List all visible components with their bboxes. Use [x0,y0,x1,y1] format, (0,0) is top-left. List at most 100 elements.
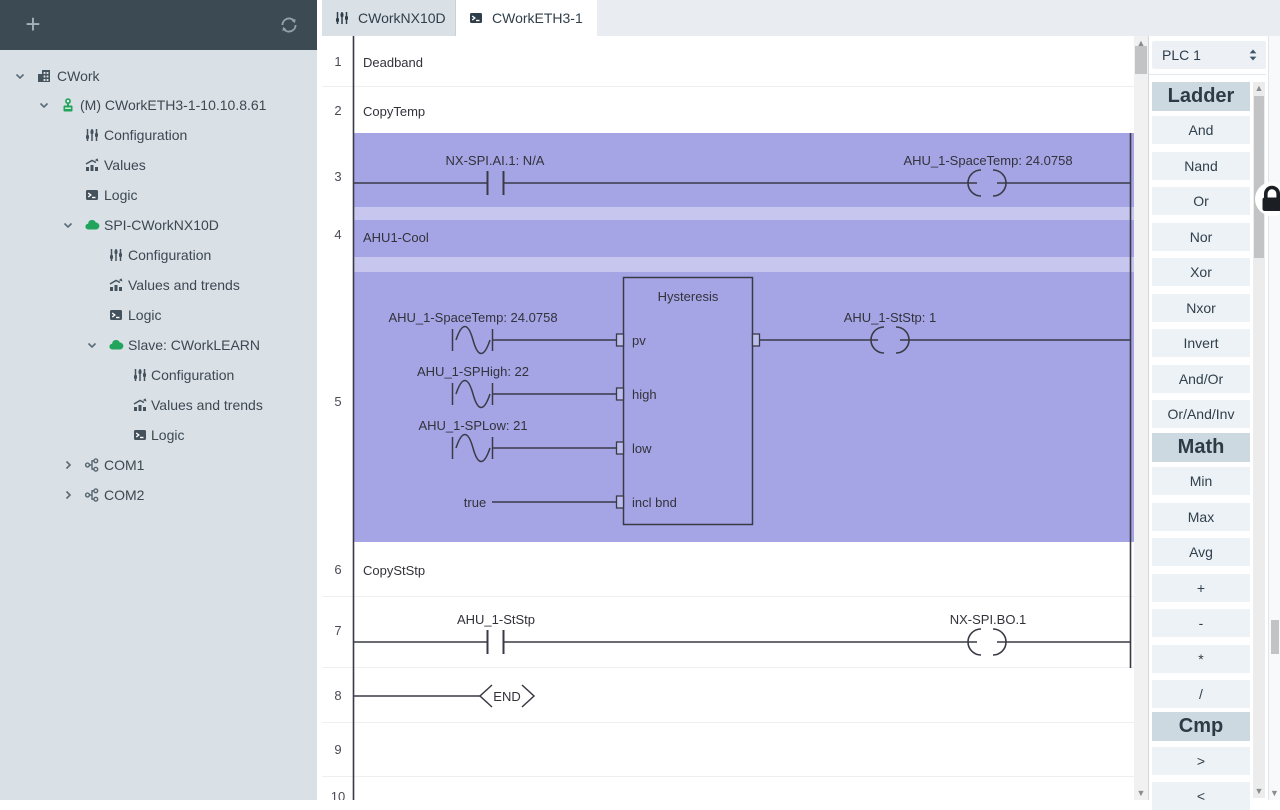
tree-item-logic[interactable]: Logic [0,300,317,330]
chart-icon [84,157,100,173]
chevron-down-icon[interactable] [62,219,74,231]
tree-item-values[interactable]: Values [0,150,317,180]
tree-item-label: Configuration [128,247,211,263]
toolbox-item-add[interactable]: + [1152,574,1250,602]
chevron-down-icon[interactable] [14,70,26,82]
scroll-up-arrow[interactable]: ▲ [1253,82,1265,95]
block-input-signal[interactable]: AHU_1-SPHigh: 22 [417,364,529,379]
toolbox-item-or[interactable]: Or [1152,187,1250,215]
tree-item-com1[interactable]: COM1 [0,450,317,480]
rung-2-comment[interactable]: CopyTemp [363,104,425,119]
ladder-canvas[interactable]: 1 2 3 4 5 6 7 8 9 10 Deadband CopyTemp A… [322,36,1134,800]
rung-number: 1 [326,54,350,70]
tree-item-slave-device[interactable]: Slave: CWorkLEARN [0,330,317,360]
contact-label[interactable]: AHU_1-StStp [457,612,535,627]
tree-item-cwork[interactable]: CWork [0,61,317,91]
toolbox-item-orandinv[interactable]: Or/And/Inv [1152,400,1250,428]
tree-item-label: Configuration [151,367,234,383]
contact-label[interactable]: NX-SPI.AI.1: N/A [446,153,545,168]
rung-number: 6 [326,562,350,578]
block-title[interactable]: Hysteresis [658,289,719,304]
refresh-icon[interactable] [278,14,300,36]
tree-item-logic[interactable]: Logic [0,180,317,210]
toolbox-item-avg[interactable]: Avg [1152,538,1250,566]
tab-bar: CWorkNX10D CWorkETH3-1 [322,0,1280,36]
tab-cworketh3-1[interactable]: CWorkETH3-1 [456,0,597,36]
block-pins [617,334,760,508]
add-button[interactable]: + [18,7,48,41]
terminal-icon [108,307,124,323]
toolbox-item-multiply[interactable]: * [1152,645,1250,673]
scroll-down-arrow[interactable]: ▼ [1134,787,1148,800]
toolbox-section-math: Math [1152,433,1250,462]
toolbox-item-nor[interactable]: Nor [1152,223,1250,251]
coil-label[interactable]: AHU_1-SpaceTemp: 24.0758 [903,153,1072,168]
coil-label[interactable]: NX-SPI.BO.1 [950,612,1027,627]
tab-cworknx10d[interactable]: CWorkNX10D [322,0,456,36]
toolbox-scrollbar-thumb[interactable] [1254,96,1264,258]
tree-item-label: Values and trends [128,277,240,293]
end-instruction-label[interactable]: END [493,689,520,704]
scroll-down-arrow[interactable]: ▼ [1269,787,1280,800]
outer-scrollbar[interactable]: ▼ [1268,36,1280,800]
toolbox-item-invert[interactable]: Invert [1152,329,1250,357]
chevron-down-icon[interactable] [38,99,50,111]
tree-item-spi-device[interactable]: SPI-CWorkNX10D [0,210,317,240]
canvas-scrollbar-thumb[interactable] [1135,46,1147,74]
rung-3-contact[interactable] [488,171,504,195]
tree-item-label: CWork [57,68,100,84]
tree-item-configuration[interactable]: Configuration [0,360,317,390]
rung-number: 9 [326,742,350,758]
rung-1-comment[interactable]: Deadband [363,55,423,70]
toolbox-item-and[interactable]: And [1152,116,1250,144]
rung-5-wires [492,340,1131,502]
toolbox-item-andor[interactable]: And/Or [1152,365,1250,393]
toolbox-item-nxor[interactable]: Nxor [1152,294,1250,322]
chevron-down-icon[interactable] [86,339,98,351]
rung-number: 7 [326,623,350,639]
block-input-signal[interactable]: true [464,495,486,510]
toolbox-item-xor[interactable]: Xor [1152,258,1250,286]
outer-scrollbar-thumb[interactable] [1271,620,1279,654]
cloud-icon [84,217,100,233]
toolbox-item-divide[interactable]: / [1152,680,1250,708]
rung-number: 10 [326,789,350,800]
rung-4-comment[interactable]: AHU1-Cool [363,230,429,245]
tree-item-com2[interactable]: COM2 [0,480,317,510]
rung-number: 8 [326,688,350,704]
chevron-right-icon[interactable] [62,459,74,471]
scroll-down-arrow[interactable]: ▼ [1253,785,1265,798]
canvas-scrollbar[interactable]: ▲ ▼ [1134,36,1148,800]
toolbox-item-subtract[interactable]: - [1152,609,1250,637]
toolbox-item-max[interactable]: Max [1152,503,1250,531]
analog-signal-symbols[interactable] [453,327,493,462]
tree-item-configuration[interactable]: Configuration [0,120,317,150]
tree-item-label: Logic [104,187,137,203]
block-input-signal[interactable]: AHU_1-SPLow: 21 [418,418,527,433]
toolbox-item-less[interactable]: < [1152,782,1250,810]
rung-6-comment[interactable]: CopyStStp [363,563,425,578]
toolbox-section-cmp: Cmp [1152,712,1250,741]
plc-selector[interactable]: PLC 1 [1152,41,1266,69]
chevron-right-icon[interactable] [62,489,74,501]
sliders-icon [334,10,350,26]
toolbox-item-nand[interactable]: Nand [1152,152,1250,180]
block-pin-label: high [632,387,657,402]
tree-item-values-trends[interactable]: Values and trends [0,390,317,420]
tree-item-logic[interactable]: Logic [0,420,317,450]
coil-label[interactable]: AHU_1-StStp: 1 [844,310,937,325]
rung-7-contact[interactable] [488,630,504,654]
toolbox-item-greater[interactable]: > [1152,747,1250,775]
toolbox-item-min[interactable]: Min [1152,467,1250,495]
lock-icon[interactable] [1252,179,1280,219]
tree-item-values-trends[interactable]: Values and trends [0,270,317,300]
panel-divider [1149,74,1266,75]
tree-item-label: Configuration [104,127,187,143]
tree-item-configuration[interactable]: Configuration [0,240,317,270]
network-icon [84,487,100,503]
sort-arrows-icon [1246,47,1260,63]
tree-item-master-device[interactable]: (M) CWorkETH3-1-10.10.8.61 [0,90,317,120]
block-input-signal[interactable]: AHU_1-SpaceTemp: 24.0758 [388,310,557,325]
tree-item-label: Values and trends [151,397,263,413]
